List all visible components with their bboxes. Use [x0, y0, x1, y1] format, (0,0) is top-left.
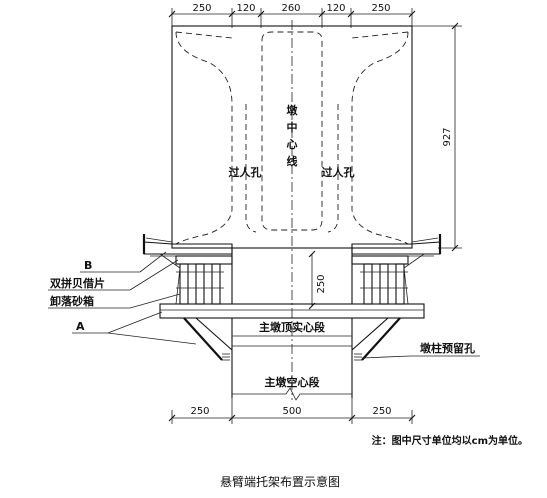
- pier-center-char-2: 中: [287, 120, 298, 134]
- pier-shaft: [231, 248, 353, 304]
- figure-caption: 悬臂端托架布置示意图: [220, 474, 340, 489]
- unit-note: 注：图中尺寸单位均以cm为单位。: [372, 434, 528, 447]
- pier-center-char-4: 线: [287, 154, 298, 168]
- left-callouts: B 双拼贝借片 卸落砂箱 A: [48, 251, 197, 345]
- double-beam-label: 双拼贝借片: [50, 276, 105, 290]
- cross-beam: [159, 303, 425, 319]
- dim-top-5: 250: [371, 3, 390, 14]
- dim-height: 927: [442, 127, 453, 146]
- dim-top-2: 120: [236, 3, 255, 14]
- dim-bottom-1: 250: [190, 406, 209, 417]
- right-bracket: [351, 234, 442, 361]
- box-height-dimension: 250: [308, 250, 327, 310]
- solid-segment-label: 主墩顶实心段: [259, 320, 325, 334]
- dim-bottom-2: 500: [282, 406, 301, 417]
- dim-top-4: 120: [326, 3, 345, 14]
- callout-a-label: A: [76, 320, 85, 333]
- hollow-segment-label: 主墩空心段: [265, 375, 320, 389]
- lower-pier: [222, 318, 362, 401]
- left-bracket: [142, 234, 233, 361]
- dim-top-3: 260: [281, 3, 300, 14]
- dim-box-height: 250: [316, 274, 327, 293]
- manhole-left-label: 过人孔: [229, 165, 262, 179]
- callout-b-label: B: [84, 259, 92, 272]
- top-dimension-chain: 250 120 260 120 250: [168, 3, 416, 28]
- pier-center-char-3: 心: [287, 138, 298, 151]
- pier-center-label: 墩 中 心 线: [287, 103, 299, 168]
- manhole-right-label: 过人孔: [322, 165, 355, 179]
- pier-center-char-1: 墩: [287, 103, 299, 117]
- reserved-hole-label: 墩柱预留孔: [420, 341, 475, 355]
- dim-top-1: 250: [192, 3, 211, 14]
- dim-bottom-3: 250: [372, 406, 391, 417]
- height-dimension: 927: [412, 22, 462, 252]
- right-callout: 墩柱预留孔: [361, 341, 480, 359]
- bottom-dimension-chain: 250 500 250: [168, 398, 416, 424]
- sand-box-label: 卸落砂箱: [50, 294, 94, 308]
